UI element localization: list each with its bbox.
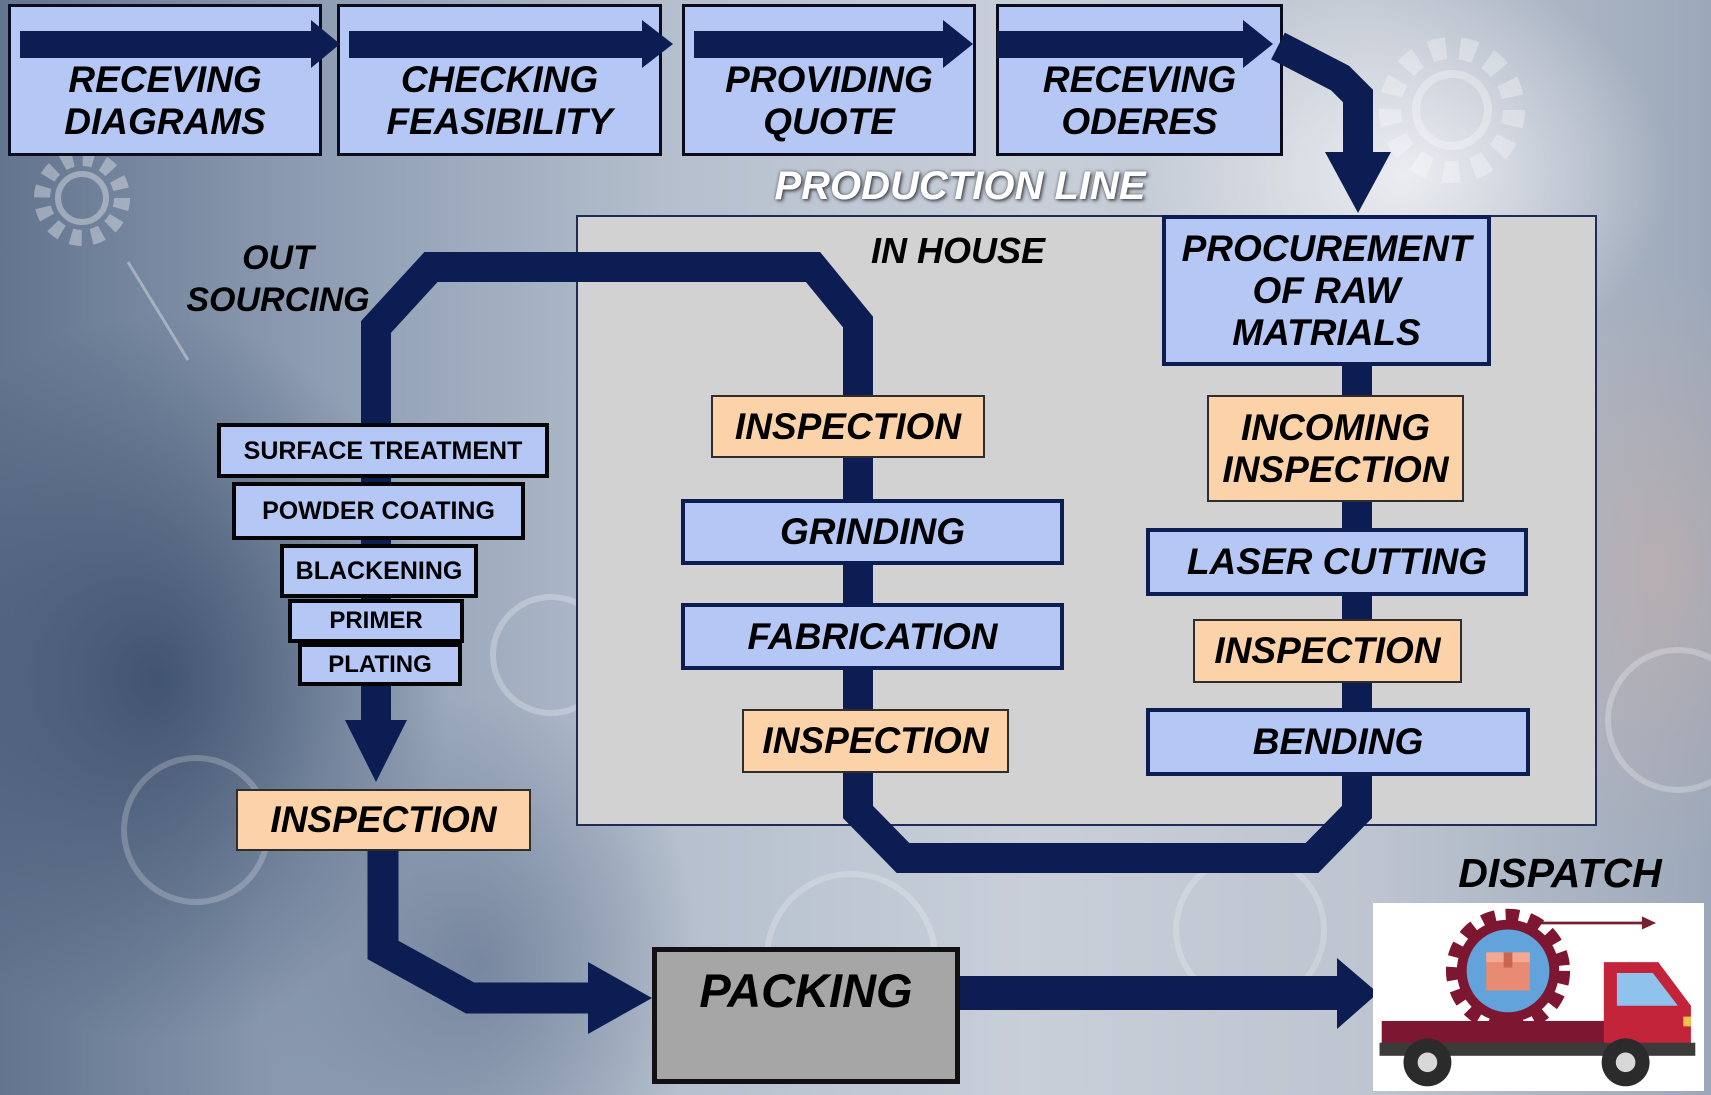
bending-box: BENDING — [1146, 708, 1530, 776]
in-house-label: IN HOUSE — [870, 230, 1046, 271]
bg-gear-hub — [1412, 70, 1492, 150]
packing-box: PACKING — [652, 947, 960, 1084]
out-sourcing-process-label: BLACKENING — [295, 557, 463, 585]
arrowhead-to-packing — [588, 962, 652, 1034]
primer-box: PRIMER — [288, 599, 464, 643]
step-label-line: PROVIDING — [725, 59, 933, 100]
production-line-title: PRODUCTION LINE — [774, 164, 1146, 208]
in-house-final-inspection-box: INSPECTION — [742, 709, 1009, 773]
in-house-step-label: INSPECTION — [762, 720, 989, 761]
out-sourcing-label: OUT SOURCING — [178, 237, 378, 321]
truck-wheel — [1601, 1038, 1650, 1087]
dispatch-label: DISPATCH — [1458, 850, 1662, 896]
bg-gear-hub — [55, 171, 109, 225]
step-label-line: RECEVING — [1042, 59, 1237, 100]
surface-treatment-box: SURFACE TREATMENT — [217, 423, 549, 478]
raw-inspection-label: INSPECTION — [1214, 630, 1441, 671]
dispatch-illustration — [1373, 903, 1704, 1091]
powder-coating-box: POWDER COATING — [232, 482, 525, 540]
gear-icon — [1445, 908, 1571, 1033]
blackening-box: BLACKENING — [280, 544, 478, 598]
bg-tablet-ring — [1605, 647, 1711, 793]
bg-gear-icon — [1379, 37, 1525, 183]
connector-outsourcing-to-packing — [367, 851, 595, 1014]
in-house-step-label: GRINDING — [780, 511, 965, 552]
packing-label: PACKING — [699, 964, 913, 1017]
step-label-line: RECEVING — [68, 59, 262, 100]
incoming-inspection-line: INSPECTION — [1222, 448, 1449, 490]
incoming-inspection-box: INCOMING INSPECTION — [1207, 395, 1464, 502]
bg-gear-teeth — [34, 150, 130, 246]
step-label-line: CHECKING — [400, 59, 599, 100]
step-providing-quote: PROVIDING QUOTE — [682, 4, 976, 156]
out-sourcing-process-label: PRIMER — [329, 607, 423, 634]
grinding-box: GRINDING — [681, 499, 1064, 565]
fabrication-box: FABRICATION — [681, 603, 1064, 670]
bg-document-ring — [1173, 853, 1327, 1007]
delivery-truck-icon — [1379, 908, 1696, 1087]
connector-orders-to-procurement — [1271, 32, 1373, 156]
step-receiving-orders: RECEVING ODERES — [996, 4, 1283, 156]
step-checking-feasibility: CHECKING FEASIBILITY — [337, 4, 662, 156]
arrowhead-to-dispatch — [1337, 958, 1378, 1029]
in-house-inspection-box: INSPECTION — [711, 395, 985, 458]
step-receiving-diagrams: RECEVING DIAGRAMS — [8, 4, 322, 156]
step-label-line: ODERES — [1061, 101, 1218, 142]
out-sourcing-inspection-label: INSPECTION — [270, 799, 497, 840]
procurement-line: OF RAW — [1252, 269, 1401, 311]
step-label-line: DIAGRAMS — [64, 101, 266, 142]
arrowhead-to-outsourcing-inspection — [345, 720, 407, 782]
laser-cutting-box: LASER CUTTING — [1146, 528, 1528, 596]
in-house-step-label: INSPECTION — [734, 405, 962, 447]
out-sourcing-process-label: SURFACE TREATMENT — [243, 436, 523, 465]
step-label: RECEVING DIAGRAMS — [11, 59, 319, 143]
truck-wheel — [1403, 1038, 1452, 1087]
truck-headlight — [1683, 1016, 1691, 1027]
out-sourcing-label-line: OUT — [242, 239, 314, 277]
procurement-line: MATRIALS — [1232, 311, 1421, 353]
out-sourcing-process-label: PLATING — [328, 650, 432, 678]
raw-inspection-box: INSPECTION — [1193, 619, 1462, 683]
truck-window — [1616, 973, 1678, 1006]
bending-label: BENDING — [1252, 721, 1424, 762]
laser-cutting-label: LASER CUTTING — [1186, 541, 1488, 582]
truck-flatbed — [1381, 1020, 1613, 1045]
out-sourcing-process-label: POWDER COATING — [262, 497, 495, 525]
step-label-line: FEASIBILITY — [386, 101, 613, 142]
out-sourcing-label-line: SOURCING — [186, 281, 370, 319]
procurement-box: PROCUREMENT OF RAW MATRIALS — [1162, 215, 1491, 366]
plating-box: PLATING — [298, 643, 462, 686]
step-label: PROVIDING QUOTE — [685, 59, 973, 143]
step-label: RECEVING ODERES — [999, 59, 1280, 143]
step-label: CHECKING FEASIBILITY — [340, 59, 659, 143]
incoming-inspection-line: INCOMING — [1240, 406, 1431, 448]
arrowhead-to-procurement — [1325, 152, 1391, 213]
procurement-line: PROCUREMENT — [1181, 227, 1472, 269]
motion-arrow-icon — [1536, 916, 1657, 930]
parcel-box-icon — [1486, 952, 1530, 991]
out-sourcing-inspection-box: INSPECTION — [236, 789, 531, 851]
bg-gear-teeth — [1379, 37, 1525, 183]
bg-gear-icon — [34, 150, 130, 246]
arrow-packing-to-dispatch-shaft — [960, 976, 1340, 1010]
in-house-step-label: FABRICATION — [747, 615, 998, 657]
step-label-line: QUOTE — [763, 101, 895, 142]
